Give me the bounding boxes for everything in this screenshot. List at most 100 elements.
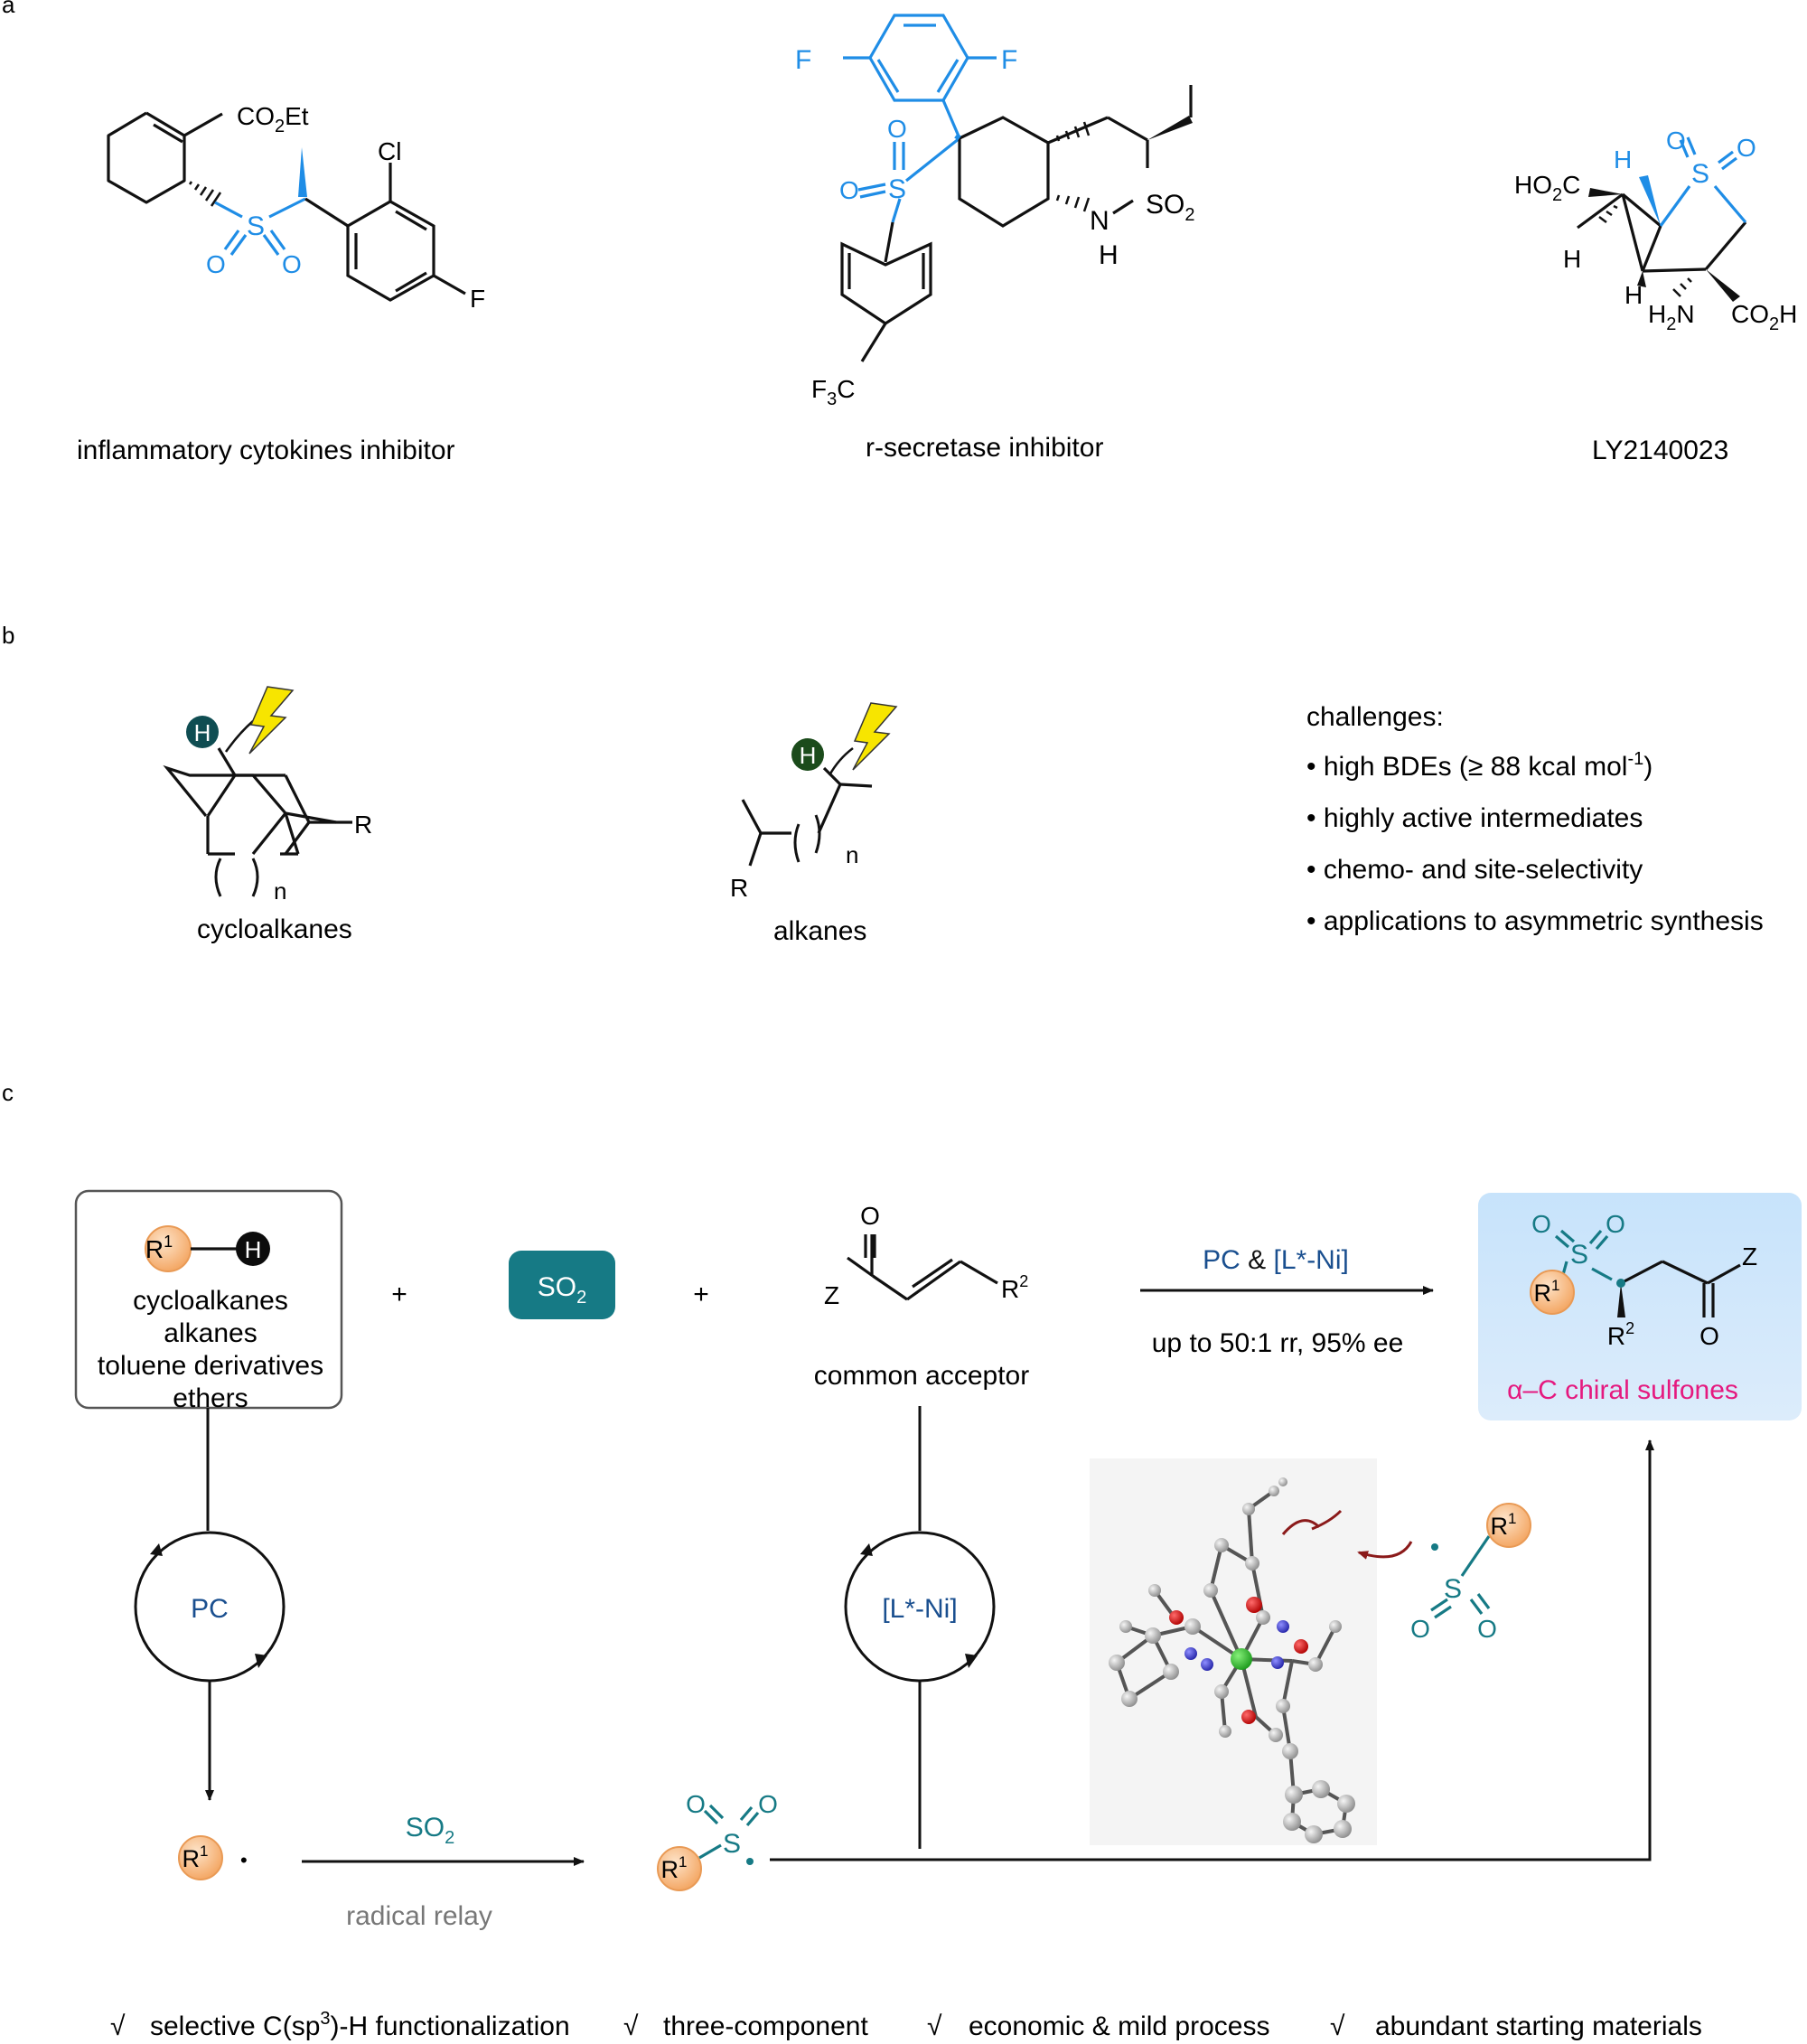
compound-1-oxygen-2: O: [282, 250, 302, 278]
compound-1-structure: [107, 111, 223, 204]
compound-3-scaffold: [1577, 192, 1747, 273]
compound-1-fluoro: F: [470, 285, 485, 313]
challenge-item-2: • highly active intermediates: [1306, 803, 1643, 833]
product-sulfur: S: [1570, 1240, 1588, 1270]
model-oxygen-2: O: [1477, 1615, 1497, 1643]
alkane-arc: [828, 747, 854, 776]
alkane-paren-left: [793, 823, 801, 863]
compound-3-name: LY2140023: [1592, 436, 1728, 465]
compound-2-nh-hydrogen: H: [1099, 240, 1119, 270]
panel-c-label: c: [2, 1079, 14, 1106]
feature-2: three-component: [663, 2011, 868, 2041]
ni-cycle-label: [L*-Ni]: [882, 1594, 957, 1624]
cycloalkane-arc: [224, 720, 254, 753]
sulfonyl-radical-bonds: [698, 1804, 760, 1860]
substrate-h-label: H: [245, 1236, 262, 1263]
product-oxygen-3: O: [1699, 1322, 1719, 1350]
compound-3-amino: H2N: [1648, 300, 1695, 334]
product-oxygen-1: O: [1531, 1210, 1551, 1238]
compound-3-oxygen-2: O: [1737, 134, 1756, 162]
ni-cycle-arrow-2: [965, 1654, 978, 1668]
compound-3-wedge-2: [1637, 271, 1646, 287]
cycloalkanes-name: cycloalkanes: [197, 914, 352, 944]
compound-1-hash-bond: [188, 181, 222, 207]
challenge-item-1: • high BDEs (≥ 88 kcal mol-1): [1306, 749, 1653, 782]
compound-3-hydrogen-bottom: H: [1624, 281, 1643, 309]
feature-3: economic & mild process: [969, 2011, 1269, 2041]
pc-cycle-label: PC: [191, 1594, 229, 1624]
alkane-h-label: H: [800, 742, 817, 769]
ni-complex-model: [1109, 1477, 1413, 1843]
compound-1-sulfur: S: [247, 211, 265, 241]
cycloalkane-paren-right: [251, 858, 259, 897]
features-row: √ selective C(sp3)-H functionalization √…: [110, 2009, 1702, 2041]
alkane-paren-right: [814, 814, 821, 854]
compound-1-oxygen-1: O: [206, 250, 226, 278]
compound-2-sulfone: SO2: [1146, 190, 1194, 225]
substrate-line-3: toluene derivatives: [98, 1351, 323, 1381]
plus-sign-1: +: [391, 1280, 407, 1309]
compound-3-hydrogen-top: H: [1614, 145, 1632, 173]
cycloalkane-paren-left: [214, 858, 222, 897]
product-name: α–C chiral sulfones: [1507, 1375, 1738, 1405]
alkane-h-ball: [791, 738, 824, 771]
alkane-n: n: [846, 841, 858, 868]
challenge-item-3: • chemo- and site-selectivity: [1306, 855, 1643, 885]
relay-label: radical relay: [346, 1901, 492, 1931]
radical-r1-label: R1: [183, 1842, 209, 1872]
plus-sign-2: +: [693, 1280, 709, 1309]
compound-3-sulfur: S: [1691, 159, 1709, 189]
compound-3-hash-bonds: [1598, 204, 1692, 297]
compound-2-trifluoromethyl: F3C: [811, 375, 855, 409]
relay-so2: SO2: [406, 1813, 454, 1848]
product-backbone: [1620, 1260, 1741, 1317]
compound-3-wedge-3: [1706, 269, 1740, 302]
acceptor-oxygen: O: [860, 1202, 880, 1230]
substrate-line-1: cycloalkanes: [133, 1286, 288, 1316]
product-box: [1478, 1193, 1802, 1420]
feature-check-2: √: [623, 2011, 639, 2041]
sulfonyl-radical-dot: [746, 1858, 754, 1865]
cycloalkane-r: R: [354, 811, 372, 839]
compound-2-sulfur: S: [888, 174, 906, 204]
compound-3-wedge-1: [1588, 188, 1623, 197]
panel-b-label: b: [2, 622, 14, 649]
so2-box-label: SO2: [538, 1272, 586, 1308]
compound-3-carboxy-right: CO2H: [1731, 300, 1797, 334]
product-z: Z: [1742, 1242, 1757, 1270]
compound-3-thietane-sulfone: [1659, 136, 1747, 227]
model-r1-label: R1: [1491, 1510, 1517, 1540]
compound-1-sulfonyl: [214, 197, 306, 256]
lightning-bolt-icon: [248, 686, 295, 755]
substrate-line-4: ethers: [173, 1383, 248, 1413]
reaction-result: up to 50:1 rr, 95% ee: [1152, 1328, 1404, 1358]
ni-cycle-arrow-1: [860, 1543, 873, 1556]
pc-cycle-arrow-1: [150, 1543, 163, 1556]
substrate-h-ball: [236, 1232, 270, 1266]
radical-dot: •: [240, 1849, 248, 1871]
feature-4: abundant starting materials: [1375, 2011, 1702, 2041]
compound-2-fluoro-1: F: [795, 45, 811, 75]
product-stereocenter-dot: [1616, 1279, 1625, 1288]
alkane-r: R: [730, 874, 748, 902]
so2-box: [509, 1251, 615, 1319]
sulfonyl-r1-ball: [657, 1846, 702, 1891]
compound-2-hash-bonds: [1055, 121, 1091, 212]
pc-cycle-arrow-2: [255, 1654, 267, 1668]
sulfonyl-sulfur: S: [723, 1829, 741, 1859]
product-wedge: [1617, 1283, 1625, 1317]
cycloalkane-h-ball: [186, 716, 219, 748]
substrate-r1-label: R1: [145, 1233, 173, 1263]
lightning-bolt-icon-2: [852, 702, 898, 771]
product-oxygen-2: O: [1606, 1210, 1625, 1238]
alkane-chain: [741, 766, 873, 867]
compound-1-aryl: [304, 163, 466, 302]
model-oxygen-1: O: [1410, 1615, 1430, 1643]
compound-1-ester: CO2Et: [237, 102, 309, 136]
acceptor-z: Z: [824, 1281, 839, 1309]
feature-check-3: √: [927, 2011, 942, 2041]
acceptor-name: common acceptor: [814, 1361, 1029, 1391]
cycloalkane-n: n: [274, 877, 286, 905]
compound-2-nitrogen: N: [1090, 206, 1109, 236]
